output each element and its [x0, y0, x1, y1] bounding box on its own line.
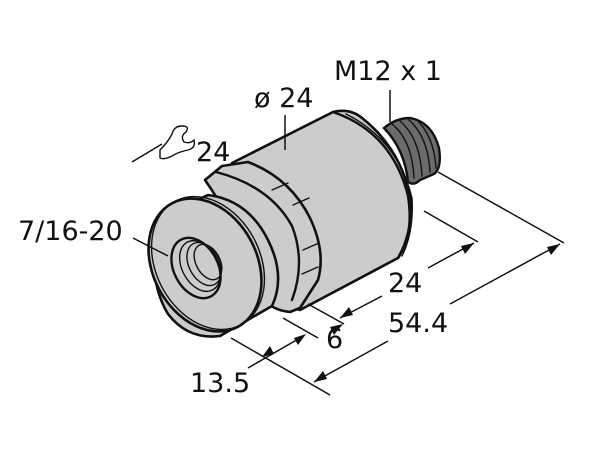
wrench-size-label: 24 [196, 137, 230, 168]
wrench-leader [131, 143, 163, 163]
front-sleeve [147, 193, 280, 338]
dimension-lines [230, 171, 565, 396]
body-diameter-label: ø 24 [254, 83, 313, 114]
connector-thread-label: M12 x 1 [334, 56, 442, 87]
front-length-label: 13.5 [190, 368, 250, 399]
m12-connector [382, 116, 442, 185]
total-length-label: 54.4 [388, 308, 448, 339]
process-thread-label: 7/16-20 [18, 216, 123, 247]
thread-leader [132, 237, 169, 257]
wrench-icon [159, 125, 196, 160]
hex-length-label: 6 [326, 324, 343, 355]
body-length-label: 24 [388, 268, 422, 299]
